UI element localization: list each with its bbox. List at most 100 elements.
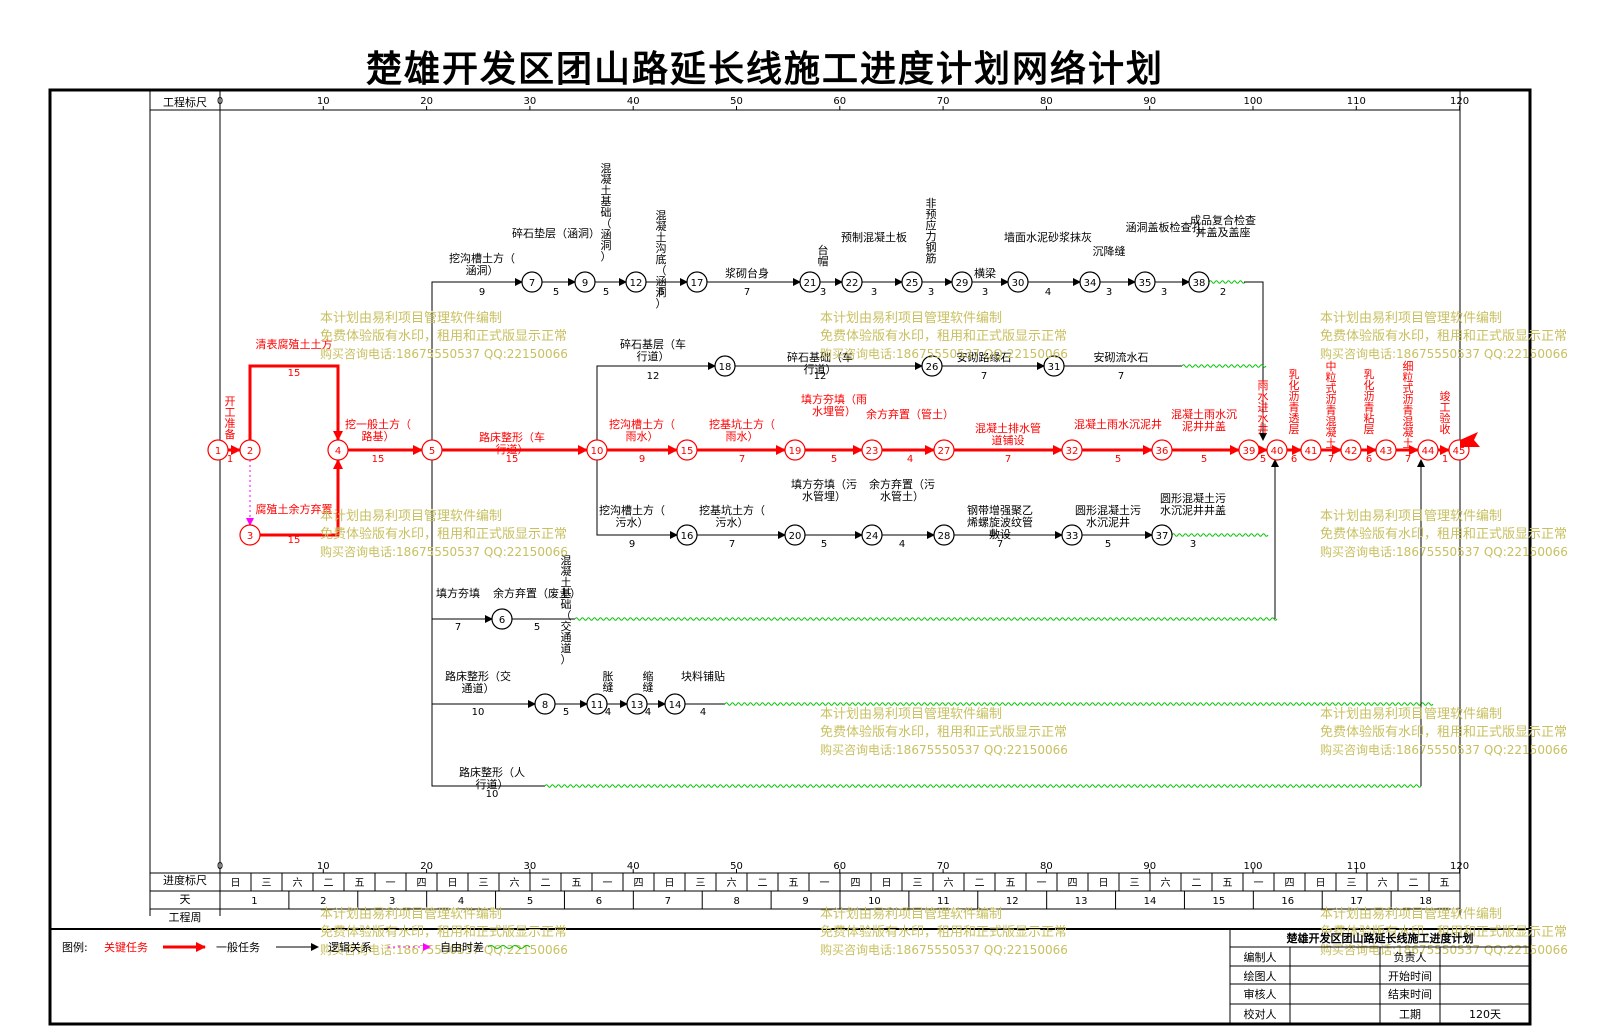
event-node [1043,355,1065,377]
activity-label: 路床整形（人行道） [459,765,525,791]
weekday-cell: 三 [696,878,706,889]
weekday-cell: 三 [479,878,489,889]
top-tick-label: 110 [1347,96,1366,107]
top-tick-label: 60 [833,96,846,107]
top-tick-label: 40 [627,96,640,107]
free-float-line [574,617,1278,621]
activity-label: 混凝土基础（交通道） [561,554,572,666]
activity-arrow [431,704,545,787]
week-number-cell: 6 [596,896,602,907]
activity-duration: 5 [831,454,837,465]
week-number-cell: 3 [389,896,395,907]
watermark-line: 本计划由易利项目管理软件编制 [820,707,1002,722]
weekday-cell: 四 [634,878,644,889]
event-node-number: 38 [1193,278,1206,289]
activity-label: 非预应力钢筋 [926,197,937,265]
event-node [421,439,443,461]
activity-duration: 3 [871,287,877,298]
watermark-line: 购买咨询电话:18675550537 QQ:22150066 [320,942,568,957]
activity-label: 混凝土沟底（涵洞） [656,209,667,310]
weekday-cell: 四 [1285,878,1295,889]
event-node-number: 28 [938,531,951,542]
bottom-tick-label: 60 [833,861,846,872]
activity-duration: 10 [486,789,499,800]
event-node-number: 19 [789,446,802,457]
event-node [784,524,806,546]
activity-label: 圆形混凝土污水沉泥井井盖 [1160,491,1226,517]
event-node-number: 9 [582,278,588,289]
activity-duration: 7 [1005,454,1011,465]
event-node-number: 6 [499,615,505,626]
event-node [1340,439,1362,461]
activity-label: 开工准备 [225,395,236,441]
activity-duration: 1 [227,454,233,465]
activity-duration: 4 [1045,287,1051,298]
activity-label: 横梁 [974,266,996,280]
event-node [1300,439,1322,461]
event-node-number: 22 [846,278,859,289]
watermark-line: 本计划由易利项目管理软件编制 [320,509,502,524]
watermark-line: 免费体验版有水印，租用和正式版显示正常 [1320,724,1567,740]
finish-flag-icon [1460,432,1480,447]
event-node [664,693,686,715]
event-node-number: 10 [591,446,604,457]
event-node-number: 11 [591,700,604,711]
activity-duration: 5 [821,539,827,550]
week-number-cell: 16 [1281,896,1294,907]
event-node [327,439,349,461]
event-node-number: 12 [630,278,643,289]
event-node-number: 45 [1453,446,1466,457]
activity-label: 挖沟槽土方（污水） [599,503,665,529]
activity-duration: 3 [820,287,826,298]
event-node [1061,524,1083,546]
event-node-number: 44 [1422,446,1435,457]
week-number-cell: 18 [1419,896,1432,907]
weekday-cell: 二 [1192,878,1202,889]
event-node [1266,439,1288,461]
event-node [1238,439,1260,461]
event-node [574,271,596,293]
event-node-number: 35 [1139,278,1152,289]
event-node [521,271,543,293]
week-number-cell: 14 [1144,896,1157,907]
week-number-cell: 5 [527,896,533,907]
event-node-number: 27 [938,446,951,457]
watermark-line: 免费体验版有水印，租用和正式版显示正常 [1320,526,1567,542]
activity-label: 挖沟槽土方（雨水） [609,417,675,443]
watermark-line: 购买咨询电话:18675550537 QQ:22150066 [820,346,1068,361]
weekday-cell: 五 [572,878,582,889]
bottom-tick-label: 40 [627,861,640,872]
event-node-number: 13 [631,700,644,711]
top-tick-label: 100 [1243,96,1262,107]
activity-duration: 3 [1190,539,1196,550]
watermark-line: 免费体验版有水印，租用和正式版显示正常 [320,328,567,344]
activity-duration: 5 [563,707,569,718]
activity-edges [228,278,1450,788]
info-left-label: 绘图人 [1244,969,1277,983]
activity-label: 安砌流水石 [1094,350,1149,364]
activity-duration: 7 [1118,371,1124,382]
top-tick-label: 50 [730,96,743,107]
event-node-number: 42 [1345,446,1358,457]
watermark-line: 购买咨询电话:18675550537 QQ:22150066 [1320,544,1568,559]
event-node [951,271,973,293]
event-node [534,693,556,715]
event-node [625,271,647,293]
activity-label: 碎石基层（车行道） [620,337,686,363]
event-node-number: 39 [1243,446,1256,457]
watermark-line: 购买咨询电话:18675550537 QQ:22150066 [320,346,568,361]
weekday-cell: 五 [1223,878,1233,889]
watermark-line: 免费体验版有水印，租用和正式版显示正常 [820,328,1067,344]
watermark-line: 本计划由易利项目管理软件编制 [820,907,1002,922]
weekday-cell: 二 [758,878,768,889]
activity-label: 钢带增强聚乙烯螺旋波纹管敷设 [967,503,1033,541]
watermark-line: 本计划由易利项目管理软件编制 [1320,509,1502,524]
calendar-day-label: 天 [180,893,191,906]
event-node-number: 8 [542,700,548,711]
event-node [686,271,708,293]
event-node [1151,524,1173,546]
activity-label: 竣工验收 [1440,389,1451,436]
week-number-cell: 11 [937,896,950,907]
watermark-line: 购买咨询电话:18675550537 QQ:22150066 [820,742,1068,757]
weekday-cell: 六 [1378,877,1388,889]
